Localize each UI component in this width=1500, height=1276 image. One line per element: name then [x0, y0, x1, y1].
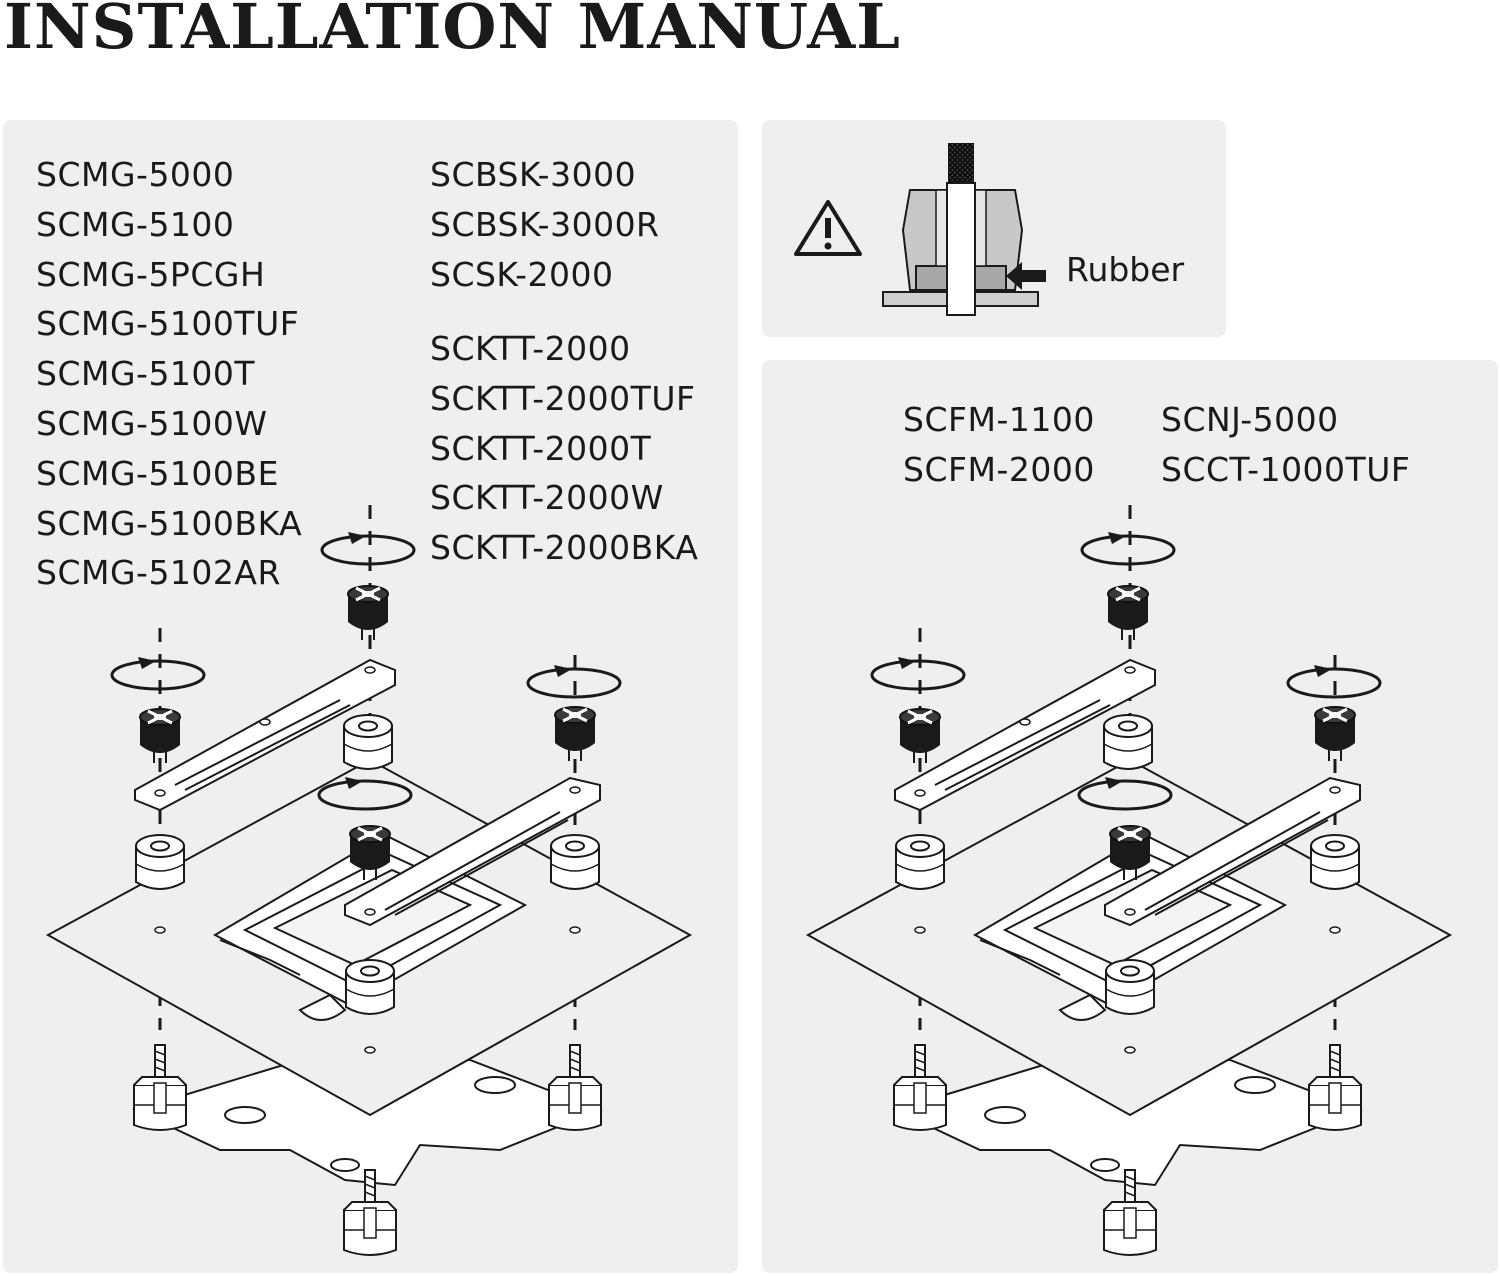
- model-name: SCCT-1000TUF: [1161, 449, 1411, 489]
- model-name: SCMG-5000: [36, 155, 235, 194]
- model-name: SCBSK-3000R: [430, 204, 660, 244]
- right-models-column-2: SCNJ-5000 SCCT-1000TUF: [1161, 395, 1410, 495]
- model-name: SCMG-5100BKA: [36, 503, 303, 543]
- page-title: INSTALLATION MANUAL: [4, 0, 901, 63]
- model-name: SCMG-5100: [36, 204, 235, 244]
- model-name: SCNJ-5000: [1161, 400, 1339, 439]
- model-name: SCMG-5102AR: [36, 553, 281, 593]
- model-name: SCMG-5100BE: [36, 453, 279, 493]
- model-name: SCFM-2000: [903, 449, 1095, 489]
- right-models-column-1: SCFM-1100 SCFM-2000: [903, 395, 1095, 495]
- right-bracket-assembly-illustration: [808, 505, 1450, 1255]
- model-name: SCSK-2000: [430, 254, 614, 294]
- model-name: SCMG-5100TUF: [36, 304, 300, 344]
- rubber-label: Rubber: [1066, 250, 1185, 289]
- rubber-washer-detail-illustration: [882, 143, 1046, 316]
- model-name: SCKTT-2000: [430, 329, 631, 368]
- model-name: SCMG-5100T: [36, 354, 256, 394]
- model-name: SCBSK-3000: [430, 155, 637, 194]
- model-name: SCKTT-2000BKA: [430, 528, 699, 568]
- warning-triangle-icon: [794, 200, 862, 256]
- model-name: SCKTT-2000W: [430, 478, 664, 518]
- model-name: SCMG-5100W: [36, 403, 268, 443]
- model-name: SCKTT-2000TUF: [430, 378, 696, 418]
- model-name: SCMG-5PCGH: [36, 254, 266, 294]
- left-models-column-1: SCMG-5000 SCMG-5100 SCMG-5PCGH SCMG-5100…: [36, 150, 302, 598]
- left-bracket-assembly-illustration: [48, 505, 690, 1255]
- left-models-column-2b: SCKTT-2000 SCKTT-2000TUF SCKTT-2000T SCK…: [430, 324, 698, 573]
- model-name: SCKTT-2000T: [430, 428, 652, 468]
- left-models-column-2a: SCBSK-3000 SCBSK-3000R SCSK-2000: [430, 150, 660, 299]
- model-name: SCFM-1100: [903, 400, 1095, 439]
